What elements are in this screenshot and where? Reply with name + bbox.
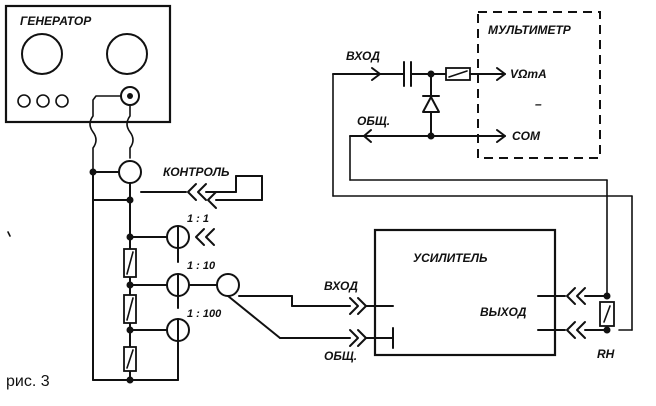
generator-lamp-3: [55, 94, 69, 108]
scan-speck: [7, 231, 11, 237]
multimeter-input-label: ВХОД: [346, 49, 380, 63]
generator-lamp-2: [36, 94, 50, 108]
amplifier-title: УСИЛИТЕЛЬ: [413, 251, 488, 265]
tap-1-1-label: 1 : 1: [187, 213, 209, 225]
terminal-com-label: COM: [512, 129, 541, 143]
generator-lamp-1: [17, 94, 31, 108]
multimeter-common-label: ОБЩ.: [357, 114, 390, 128]
control-probe-plug: [140, 175, 263, 209]
signal-cable-to-amplifier: [188, 273, 351, 339]
amplifier-common-label: ОБЩ.: [324, 349, 357, 363]
attenuator-divider: КОНТРОЛЬ 1 : 1 1 : 10 1 : 100: [89, 160, 230, 384]
amplifier-block: УСИЛИТЕЛЬ ВЫХОД ВХОД ОБЩ.: [324, 228, 608, 363]
tap-1-100-label: 1 : 100: [187, 308, 222, 320]
amplifier-box: [373, 228, 557, 357]
multimeter-box: [477, 11, 601, 159]
terminal-vma-label: VΩmA: [510, 67, 547, 81]
load-resistor-label: RH: [597, 347, 615, 361]
multimeter-block: МУЛЬТИМЕТР ВХОД VΩmA – ОБЩ. COM: [332, 11, 601, 159]
generator-box: [4, 4, 172, 124]
signal-cable-connector: [216, 273, 240, 297]
generator-knob-left: [21, 33, 63, 75]
control-label: КОНТРОЛЬ: [163, 165, 230, 179]
generator-title: ГЕНЕРАТОР: [20, 14, 92, 28]
amplifier-output-label: ВЫХОД: [480, 305, 527, 319]
generator-output-jack-pin: [127, 93, 133, 99]
multimeter-title: МУЛЬТИМЕТР: [488, 23, 572, 37]
terminal-minus-label: –: [535, 97, 542, 111]
generator-coax-cable: [89, 95, 134, 173]
generator-block: ГЕНЕРАТОР: [4, 4, 172, 124]
control-jack: [118, 160, 142, 184]
generator-knob-right: [106, 33, 148, 75]
amplifier-input-label: ВХОД: [324, 279, 358, 293]
multimeter-cable: [332, 73, 633, 331]
load-resistor: RH: [597, 292, 615, 361]
figure-caption: рис. 3: [6, 373, 50, 390]
tap-1-1-plug: [195, 228, 215, 246]
tap-1-10-label: 1 : 10: [187, 260, 216, 272]
diode-body: [422, 96, 440, 113]
